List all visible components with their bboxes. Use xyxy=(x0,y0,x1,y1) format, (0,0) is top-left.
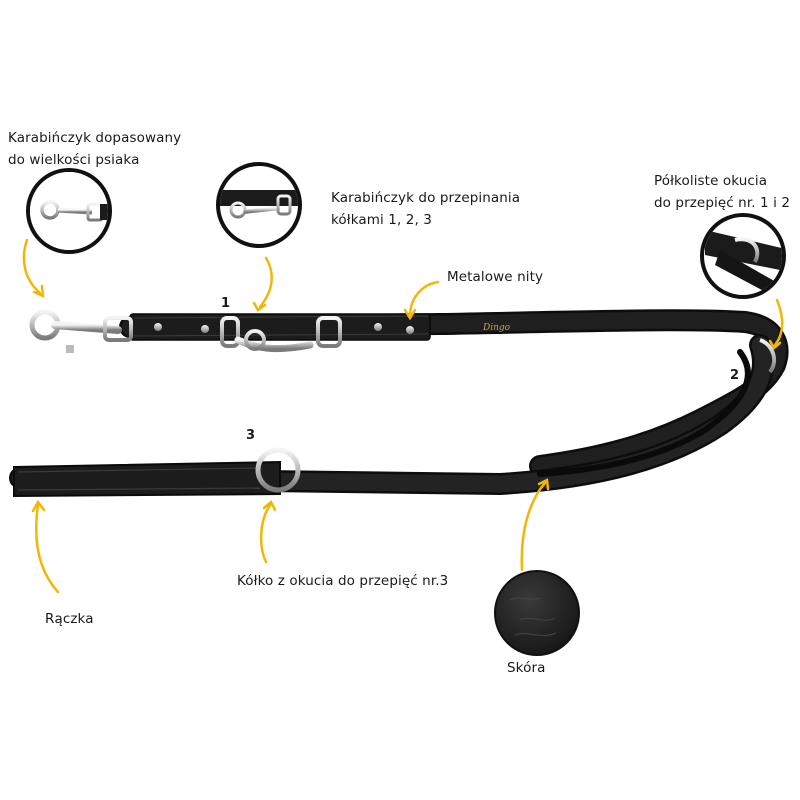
label-snap-hook-rings: Karabińczyk do przepinania kółkami 1, 2,… xyxy=(331,187,520,231)
label-ring-fitting: Kółko z okucia do przepięć nr.3 xyxy=(237,573,449,589)
label-line: do wielkości psiaka xyxy=(8,152,140,168)
label-leather: Skóra xyxy=(507,660,546,676)
label-line: kółkami 1, 2, 3 xyxy=(331,212,432,228)
snap-hook-detail-icon xyxy=(26,168,112,254)
snap-hook-rings-detail-icon xyxy=(216,162,302,248)
ring-3 xyxy=(255,447,301,493)
arrow-icon xyxy=(22,238,784,594)
half-round-fitting xyxy=(759,338,777,374)
front-snap-hook xyxy=(29,309,133,353)
label-handle: Rączka xyxy=(45,611,94,627)
label-line: Karabińczyk dopasowany xyxy=(8,130,182,146)
label-snap-hook-sized: Karabińczyk dopasowany do wielkości psia… xyxy=(8,127,181,171)
label-metal-rivets: Metalowe nity xyxy=(447,269,544,285)
ring-number-3: 3 xyxy=(246,428,256,443)
middle-snap-hook xyxy=(220,316,342,358)
handle-loop xyxy=(13,460,281,498)
brand-mark: Dingo xyxy=(482,323,511,333)
label-half-round-fittings: Półkoliste okucia do przepięć nr. 1 i 2 xyxy=(654,170,790,214)
label-line: Półkoliste okucia xyxy=(654,173,768,189)
ring-number-2: 2 xyxy=(730,368,740,383)
leather-swatch-icon xyxy=(494,570,580,656)
ring-number-1: 1 xyxy=(221,296,231,311)
half-round-fitting-detail-icon xyxy=(700,213,786,299)
metal-rivets xyxy=(154,323,414,334)
label-line: Karabińczyk do przepinania xyxy=(331,190,521,206)
label-line: do przepięć nr. 1 i 2 xyxy=(654,195,791,211)
